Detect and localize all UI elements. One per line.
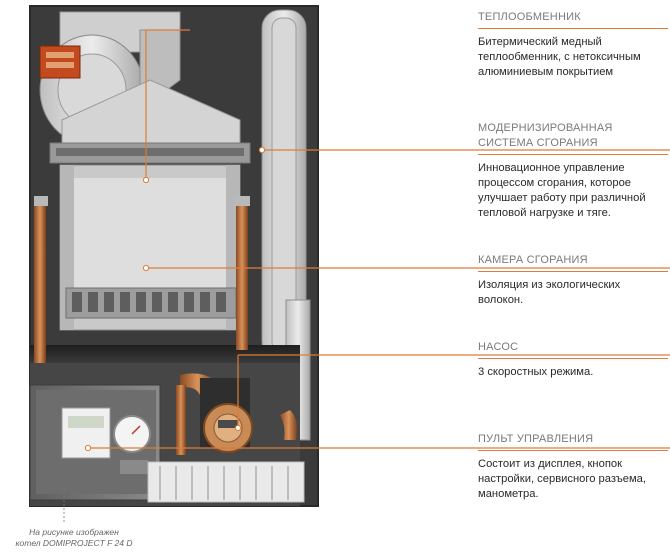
section-rule [478,28,668,29]
pump [200,378,253,453]
section-title: МОДЕРНИЗИРОВАННАЯ СИСТЕМА СГОРАНИЯ [478,122,613,149]
section-title: ПУЛЬТ УПРАВЛЕНИЯ [478,433,594,445]
section-heat-exchanger: ТЕПЛООБМЕННИК Битермический медный тепло… [478,10,668,80]
caption-line-2: котел DOMIPROJECT F 24 D [15,538,133,548]
model-caption: На рисунке изображен котел DOMIPROJECT F… [14,527,134,549]
copper-pipe-right [236,200,248,350]
section-pump: НАСОС 3 скоростных режима. [478,340,668,380]
copper-pipe-left [34,200,46,370]
caption-line-1: На рисунке изображен [29,527,119,537]
callout-lines [88,29,670,449]
section-rule [478,271,668,272]
section-rule [478,154,668,155]
section-desc: 3 скоростных режима. [478,366,594,378]
base-shelf [30,345,300,363]
callout-dots [84,146,266,452]
section-combustion-system: МОДЕРНИЗИРОВАННАЯ СИСТЕМА СГОРАНИЯ Иннов… [478,121,668,221]
section-title: КАМЕРА СГОРАНИЯ [478,254,588,266]
combustion-hood [61,79,241,146]
section-rule [478,358,668,359]
section-rule [478,450,668,451]
control-panel [29,384,161,501]
section-desc: Изоляция из экологических волокон. [478,279,621,306]
section-combustion-chamber: КАМЕРА СГОРАНИЯ Изоляция из экологически… [478,253,668,308]
section-title: ТЕПЛООБМЕННИК [478,11,581,23]
section-title: НАСОС [478,341,519,353]
burner [65,287,237,319]
section-desc: Инновационное управление процессом сгора… [478,162,646,219]
bottom-grille [147,461,305,503]
section-desc: Состоит из дисплея, кнопок настройки, се… [478,458,646,500]
section-desc: Битермический медный теплообменник, с не… [478,36,641,78]
section-control-panel: ПУЛЬТ УПРАВЛЕНИЯ Состоит из дисплея, кно… [478,432,668,502]
